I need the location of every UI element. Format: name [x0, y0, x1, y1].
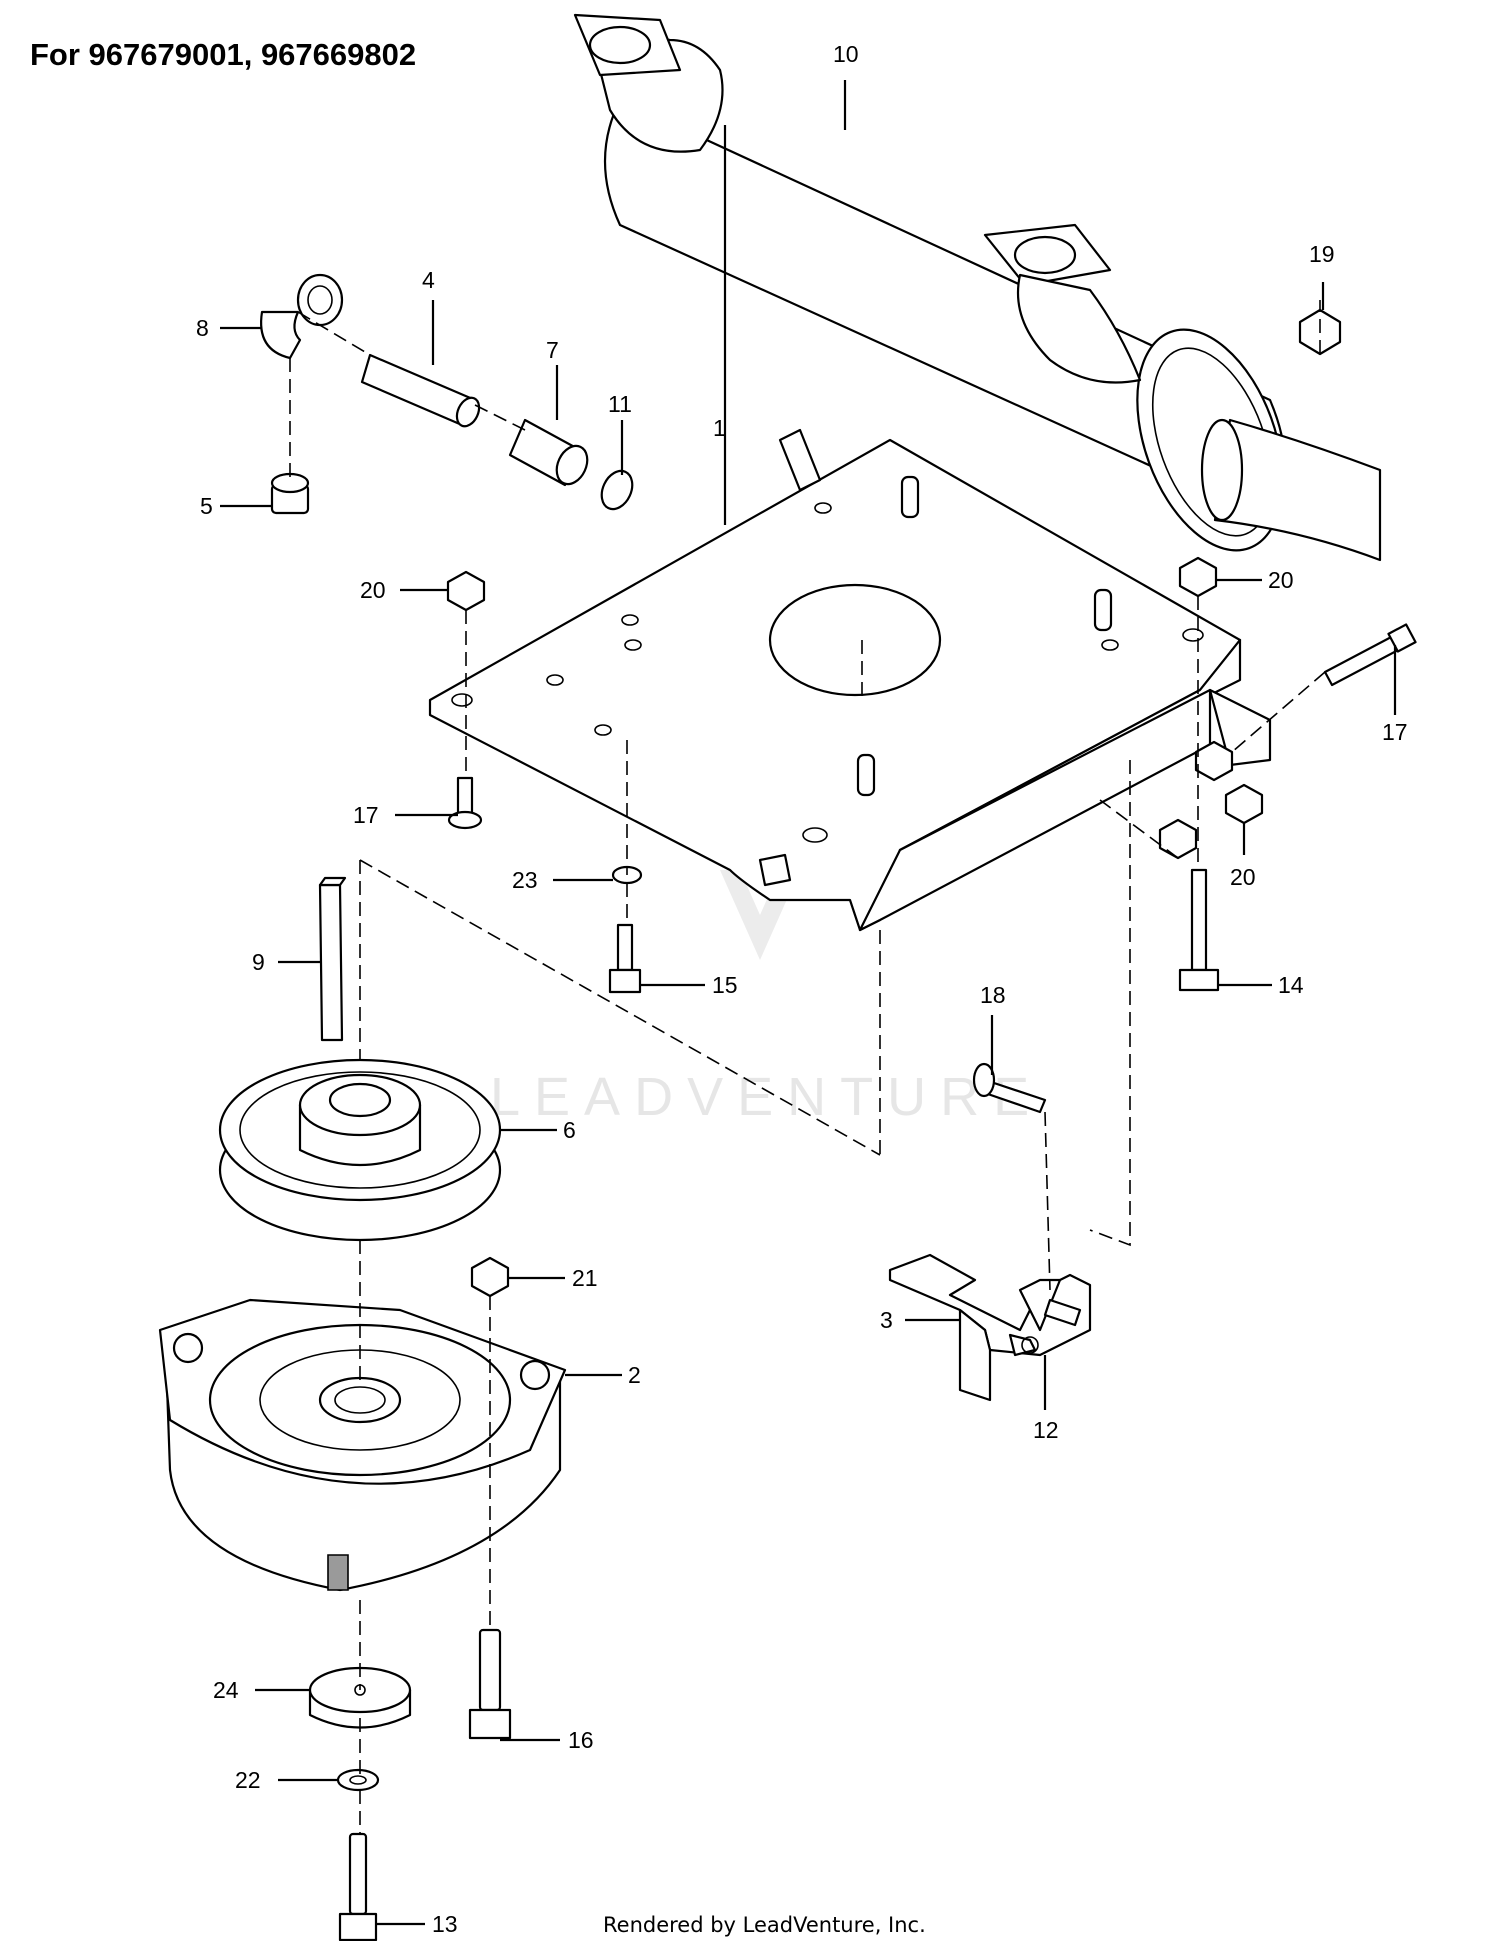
callout-11[interactable]: 11 — [608, 391, 632, 417]
part-7-adapter[interactable] — [508, 418, 593, 489]
watermark: LEADVENTURE — [490, 870, 1043, 1127]
callout-8[interactable]: 8 — [196, 315, 209, 341]
callout-24[interactable]: 24 — [213, 1677, 239, 1703]
callout-21[interactable]: 21 — [572, 1265, 598, 1291]
callout-14[interactable]: 14 — [1278, 972, 1304, 998]
callout-23[interactable]: 22 — [235, 1767, 261, 1793]
callout-5[interactable]: 5 — [200, 493, 213, 519]
part-9-key[interactable] — [318, 876, 347, 1042]
callouts: 10 19 4 8 7 11 1 5 20 20 17 17 23 20 15 … — [196, 41, 1408, 1937]
callout-12[interactable]: 12 — [1033, 1417, 1059, 1443]
part-12-clip[interactable] — [1008, 1333, 1039, 1357]
callout-19[interactable]: 19 — [1309, 241, 1335, 267]
callout-20b[interactable]: 20 — [1268, 567, 1294, 593]
part-21-nut[interactable] — [470, 1256, 510, 1298]
part-23-washer[interactable] — [336, 1768, 380, 1792]
callout-4[interactable]: 4 — [422, 267, 435, 293]
callout-22[interactable]: 23 — [512, 867, 538, 893]
part-5-plug[interactable] — [270, 472, 310, 515]
callout-20c[interactable]: 20 — [1230, 864, 1256, 890]
callout-7[interactable]: 7 — [546, 337, 559, 363]
part-10-muffler[interactable] — [573, 13, 1382, 570]
part-20-nuts[interactable] — [446, 556, 1264, 860]
part-14-bolt[interactable] — [1178, 868, 1220, 992]
callout-15[interactable]: 15 — [712, 972, 738, 998]
callout-6[interactable]: 6 — [563, 1117, 576, 1143]
part-18-bolt[interactable] — [972, 1062, 1047, 1114]
part-15-bolt[interactable] — [608, 923, 642, 994]
part-1-mounting-plate[interactable] — [428, 428, 1272, 932]
part-4-pipe-nipple[interactable] — [360, 353, 483, 430]
watermark-text: LEADVENTURE — [490, 1067, 1043, 1127]
callout-3[interactable]: 3 — [880, 1307, 893, 1333]
part-8-elbow[interactable] — [260, 273, 344, 360]
leader-lines — [220, 80, 1397, 1926]
callout-9[interactable]: 9 — [252, 949, 265, 975]
callout-2[interactable]: 2 — [628, 1362, 641, 1388]
footer-credit: Rendered by LeadVenture, Inc. — [603, 1913, 926, 1937]
callout-20a[interactable]: 20 — [360, 577, 386, 603]
callout-18[interactable]: 18 — [980, 982, 1006, 1008]
callout-17b[interactable]: 17 — [1382, 719, 1408, 745]
callout-13[interactable]: 13 — [432, 1911, 458, 1937]
callout-10[interactable]: 10 — [833, 41, 859, 67]
page-title: For 967679001, 967669802 — [30, 37, 416, 72]
part-2-clutch[interactable] — [158, 1298, 567, 1592]
part-11-o-ring[interactable] — [596, 466, 638, 514]
part-13-bolt[interactable] — [338, 1832, 378, 1941]
callout-17a[interactable]: 17 — [353, 802, 379, 828]
assembly-lines — [289, 300, 1326, 1834]
callout-16[interactable]: 16 — [568, 1727, 594, 1753]
part-16-bolt[interactable] — [468, 1628, 512, 1740]
part-6-pulley[interactable] — [218, 1058, 502, 1242]
part-3-bracket[interactable] — [888, 1253, 1092, 1402]
callout-1[interactable]: 1 — [713, 415, 726, 441]
